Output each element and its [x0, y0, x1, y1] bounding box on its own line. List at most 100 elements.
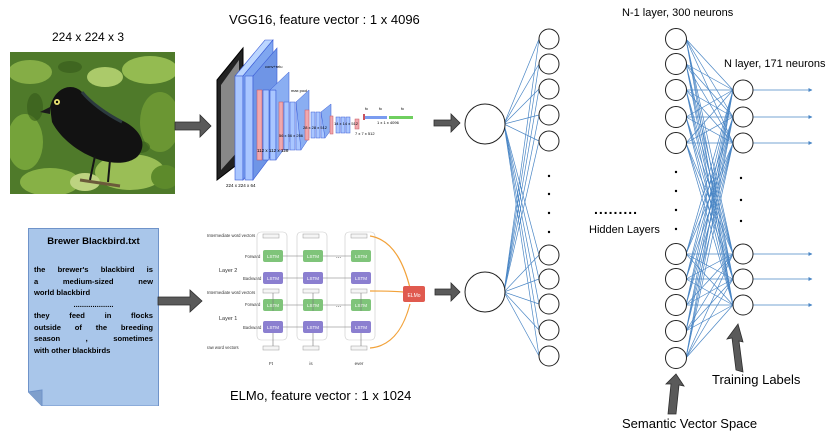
n-minus-1-neuron	[665, 243, 687, 265]
hidden-neuron	[538, 130, 560, 152]
output-neuron	[732, 106, 754, 128]
connection-line	[685, 63, 734, 118]
n-minus-1-neuron	[665, 268, 687, 290]
connection-line	[503, 123, 540, 142]
note-text-body: the brewer's blackbird is a medium-sized…	[34, 264, 153, 356]
elmo-row-label: raw word vectors	[207, 345, 239, 350]
connection-line	[685, 89, 734, 306]
n1-to-n-connections	[685, 38, 734, 359]
elmo-ellipsis: ...	[336, 254, 341, 260]
note-to-elmo-arrow	[157, 289, 203, 313]
n-minus-1-neuron	[665, 28, 687, 50]
connection-line	[503, 88, 540, 293]
note-line: world blackbird	[34, 288, 91, 297]
elmo-row-label: Intermediate word vectors	[207, 290, 255, 295]
output-neuron	[732, 79, 754, 101]
connection-line	[503, 291, 540, 357]
connection-line	[503, 123, 540, 305]
vgg-layer-label: fc	[379, 106, 382, 111]
connection-line	[503, 63, 540, 125]
vertical-ellipsis	[547, 170, 743, 234]
connection-line	[685, 89, 734, 144]
output-neuron	[732, 132, 754, 154]
connection-line	[685, 63, 734, 91]
connection-line	[685, 142, 734, 359]
elmo-to-network-arrow	[434, 282, 461, 302]
training-labels-label: Training Labels	[712, 372, 801, 387]
note-filename: Brewer Blackbird.txt	[47, 236, 140, 247]
image-to-vgg-arrow	[174, 114, 212, 138]
lstm-cell: LSTM	[267, 254, 279, 259]
elmo-row-label: Layer 1	[219, 316, 237, 322]
hidden-neuron	[538, 53, 560, 75]
hidden-neuron	[538, 345, 560, 367]
elmo-ellipsis: ...	[336, 303, 341, 309]
connection-line	[685, 278, 734, 359]
vgg-size-label: 1 x 1 x 4096	[377, 120, 400, 125]
vgg-size-label: 7 x 7 x 512	[355, 131, 375, 136]
n-layer-label: N layer, 171 neurons	[724, 58, 826, 70]
hidden-neuron	[538, 244, 560, 266]
elmo-row-label: Intermediate word vectors	[207, 233, 255, 238]
hidden-neuron	[538, 319, 560, 341]
vgg-size-label: 56 x 56 x 256	[279, 133, 304, 138]
connection-line	[503, 88, 540, 125]
output-arrows	[753, 88, 813, 307]
training-labels-pointer	[726, 323, 744, 373]
hidden-layers-dots: .........	[594, 201, 639, 217]
input-neuron-image	[464, 103, 506, 145]
image-size-label: 224 x 224 x 3	[52, 30, 125, 44]
elmo-output-box: ELMo	[407, 293, 420, 299]
hidden-neuron	[538, 28, 560, 50]
note-line: they feed in flocks	[34, 311, 153, 320]
connection-line	[685, 89, 734, 332]
elmo-row-label: Forward	[245, 254, 261, 259]
note-line: a medium-sized new	[34, 276, 153, 286]
note-ellipsis-line: ...................	[73, 299, 114, 309]
lstm-cell: LSTM	[307, 325, 319, 330]
output-neuron	[732, 268, 754, 290]
connection-line	[503, 254, 540, 293]
connection-line	[685, 253, 734, 359]
vgg-size-label: 112 x 112 x 128	[257, 148, 289, 153]
n-minus-1-layer-label: N-1 layer, 300 neurons	[622, 7, 734, 19]
vgg-layer-label: fc	[365, 106, 368, 111]
connection-line	[685, 38, 734, 118]
lstm-cell: LSTM	[307, 276, 319, 281]
n-minus-1-neuron	[665, 132, 687, 154]
vgg-size-label: 28 x 28 x 512	[303, 125, 328, 130]
note-line: the brewer's blackbird is	[34, 265, 153, 274]
connection-line	[503, 123, 540, 280]
connection-line	[503, 114, 540, 125]
input-neuron-text	[464, 271, 506, 313]
elmo-title: ELMo, feature vector : 1 x 1024	[230, 388, 412, 403]
connection-line	[503, 278, 540, 293]
lstm-cell: LSTM	[355, 325, 367, 330]
n-minus-1-neuron	[665, 320, 687, 342]
lstm-cell: LSTM	[355, 276, 367, 281]
elmo-row-label: Forward	[245, 302, 261, 307]
connection-line	[503, 123, 540, 357]
connection-line	[685, 89, 734, 359]
connection-line	[503, 140, 540, 293]
semantic-space-pointer	[665, 373, 685, 415]
vgg-layer-label: fc	[401, 106, 404, 111]
connection-line	[503, 123, 540, 331]
lstm-cell: LSTM	[307, 254, 319, 259]
n-minus-1-neuron	[665, 53, 687, 75]
elmo-token: is	[309, 361, 313, 366]
output-neuron	[732, 294, 754, 316]
elmo-diagram: Intermediate word vectors Layer 2 Forwar…	[205, 228, 430, 376]
n-minus-1-neuron	[665, 79, 687, 101]
connection-line	[685, 89, 734, 118]
elmo-row-label: Backward	[243, 276, 262, 281]
vgg-layer-label: conv+relu	[265, 64, 282, 69]
semantic-vector-space-label: Semantic Vector Space	[622, 416, 758, 431]
connection-line	[503, 63, 540, 293]
note-line: season , sometimes	[34, 334, 153, 343]
connection-line	[503, 38, 540, 125]
text-document-note: Brewer Blackbird.txt the brewer's blackb…	[28, 228, 159, 406]
lstm-cell: LSTM	[355, 254, 367, 259]
note-line: with other blackbirds	[34, 345, 111, 355]
